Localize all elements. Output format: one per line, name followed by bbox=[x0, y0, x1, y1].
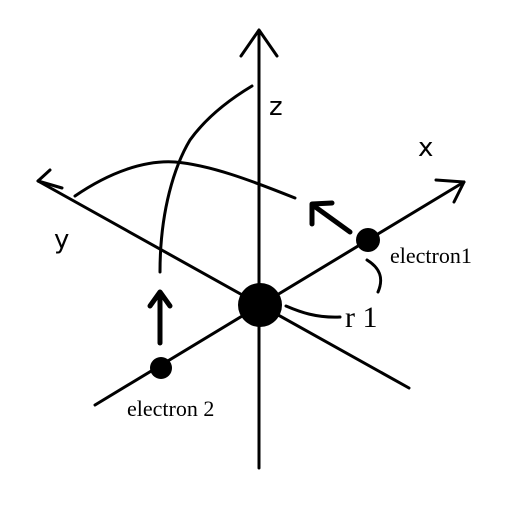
electron1-dot bbox=[356, 228, 380, 252]
electron2-dot bbox=[150, 357, 172, 379]
electron1-label-connector bbox=[365, 258, 383, 294]
electron2-trajectory-curve bbox=[158, 84, 254, 274]
r1-label-connector bbox=[284, 304, 342, 319]
electron1-trajectory-curve bbox=[73, 160, 297, 200]
x-axis-arrowhead bbox=[434, 178, 466, 204]
electron1-motion-arrow-shaft bbox=[311, 203, 353, 235]
electron2-motion-arrowhead bbox=[147, 289, 173, 309]
y-axis-arrowhead bbox=[36, 168, 64, 190]
x-axis-line bbox=[93, 180, 466, 407]
y-axis-line bbox=[36, 179, 411, 390]
z-axis-label: z bbox=[269, 92, 283, 122]
y-axis-label: y bbox=[54, 225, 69, 255]
electron1-label: electron1 bbox=[390, 243, 472, 268]
x-axis-label: x bbox=[418, 133, 433, 163]
r1-label: r 1 bbox=[345, 301, 378, 334]
electron1-motion-arrowhead bbox=[309, 200, 335, 227]
nucleus bbox=[238, 283, 282, 327]
electron2-label: electron 2 bbox=[127, 396, 214, 421]
z-axis-arrowhead bbox=[239, 28, 279, 58]
